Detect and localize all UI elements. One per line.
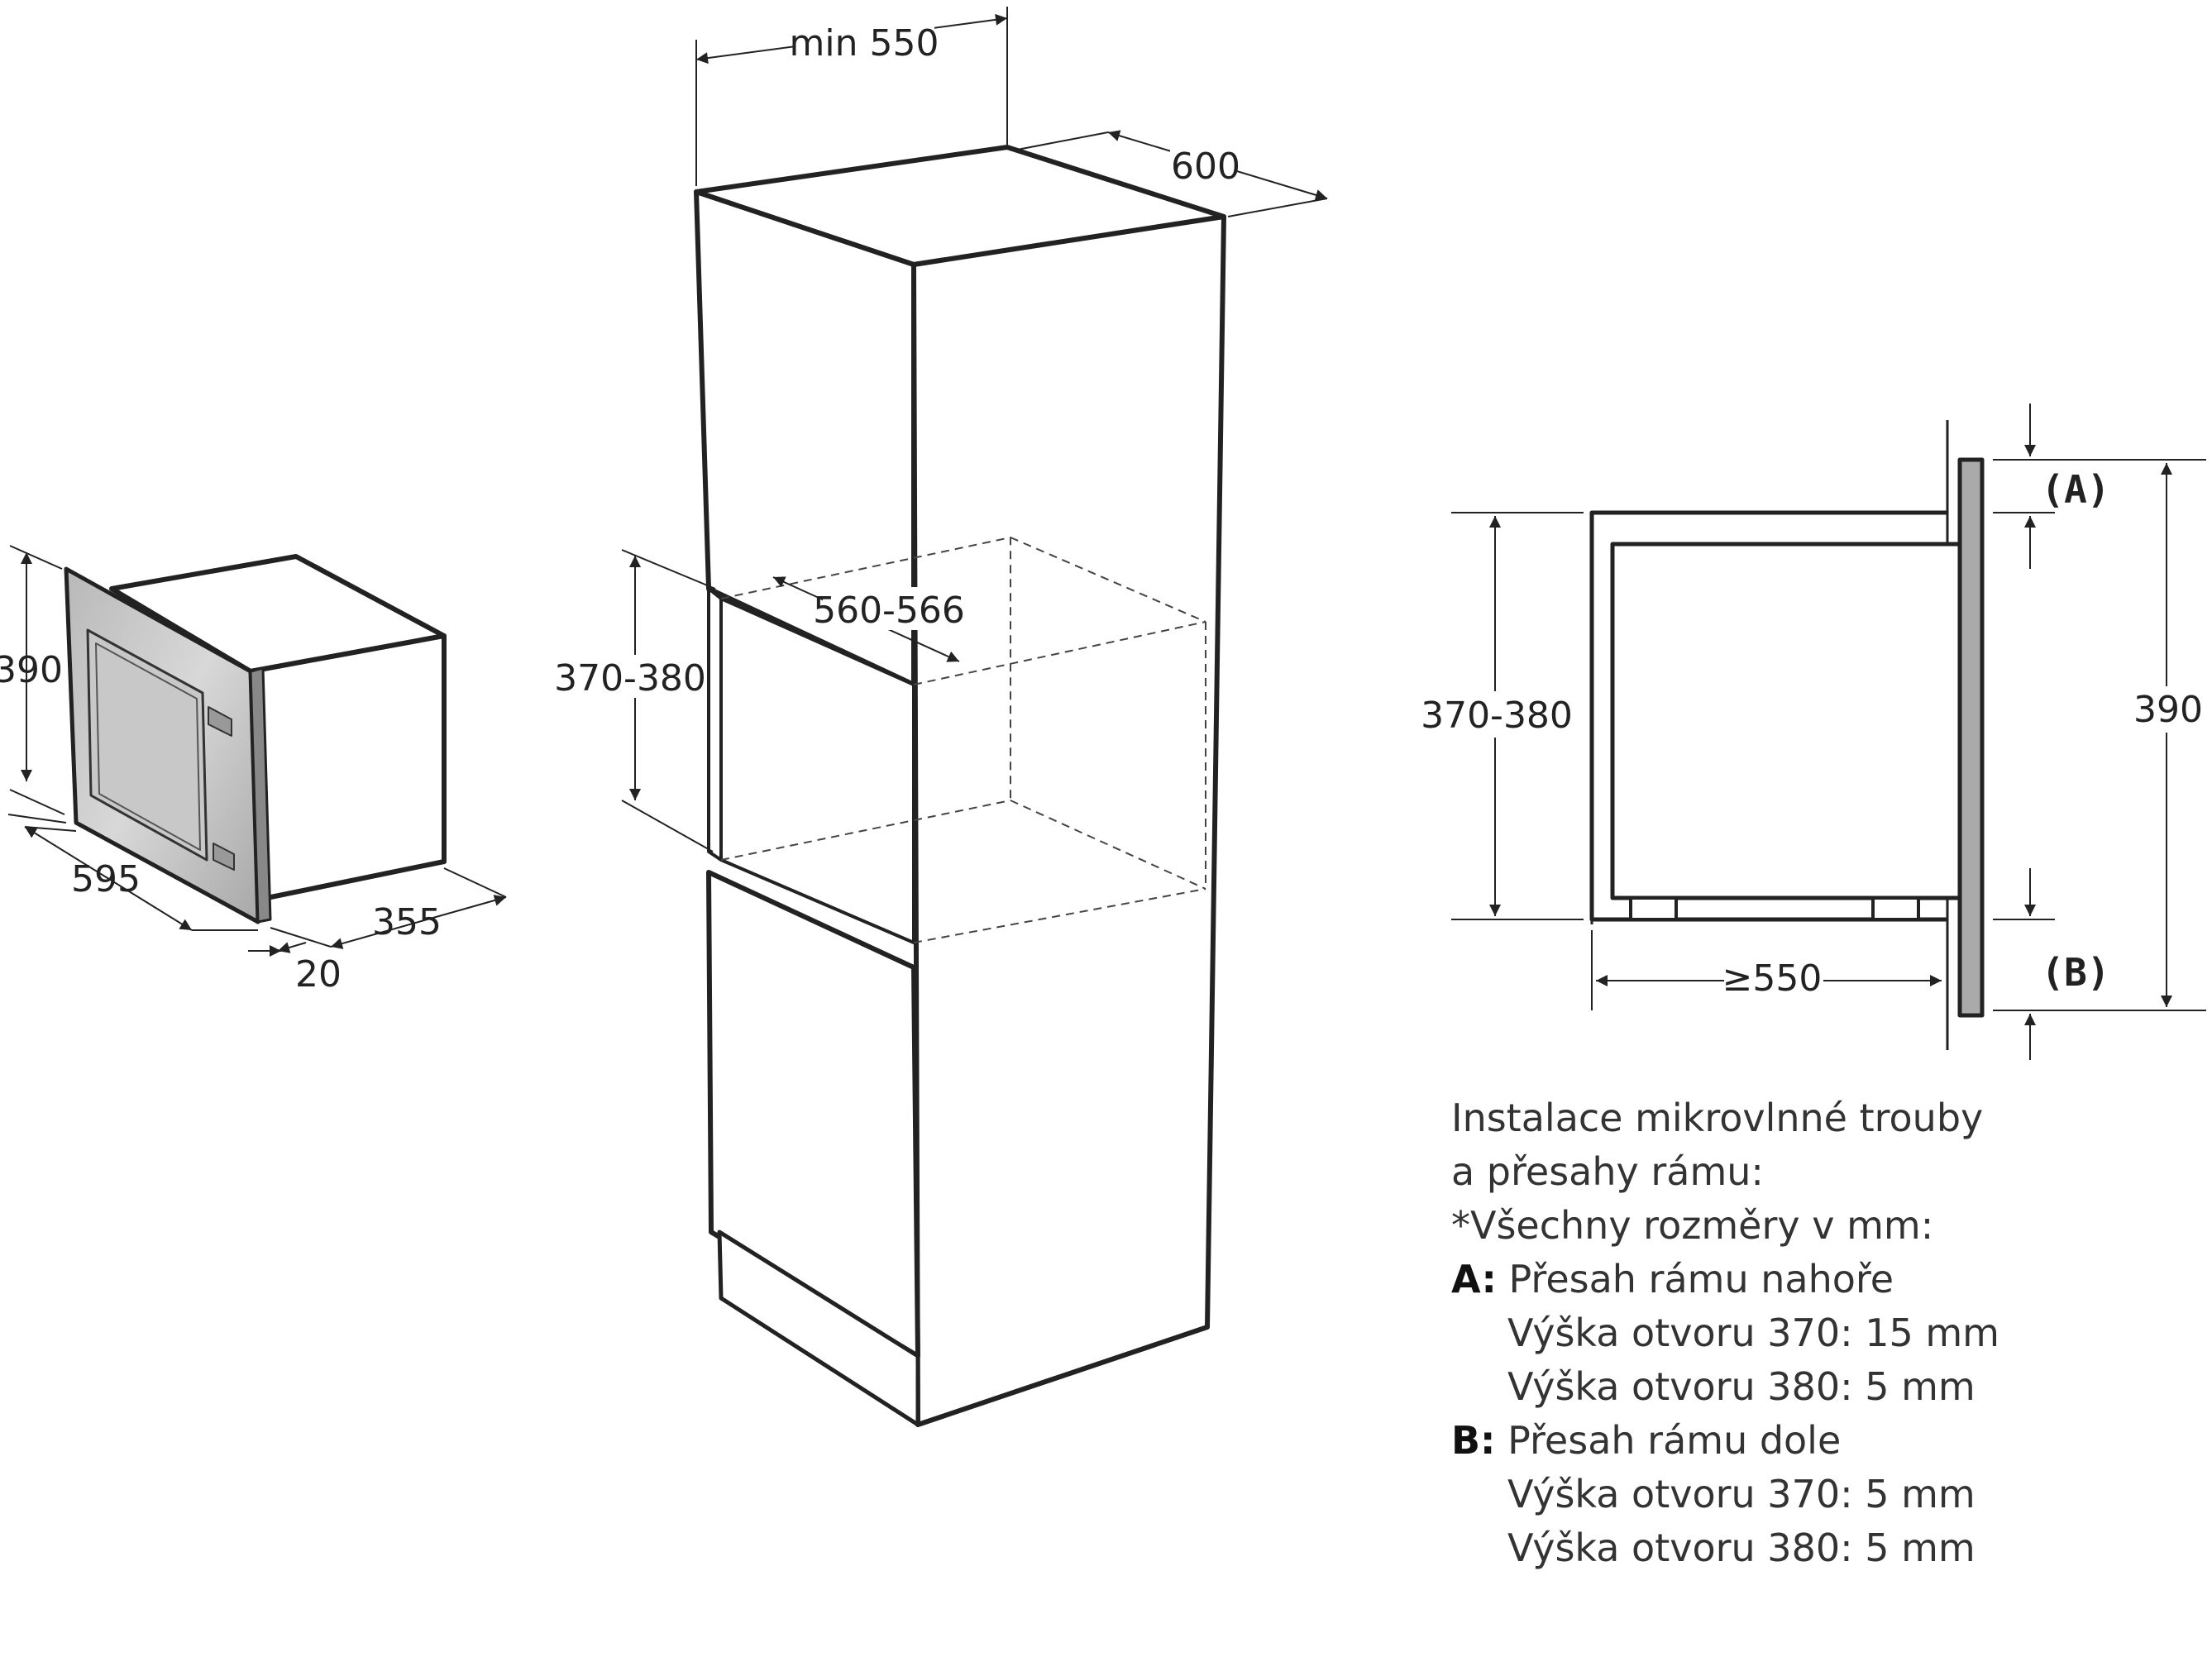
- notes-b-title: Přesah rámu dole: [1507, 1418, 1842, 1463]
- cabinet-depth-label: 600: [1171, 146, 1240, 188]
- microwave-depth-label: 355: [372, 901, 442, 943]
- notes-b-line2: Výška otvoru 380: 5 mm: [1507, 1526, 1976, 1570]
- section-drawing: [1589, 420, 1985, 1050]
- notes-a-line1: Výška otvoru 370: 15 mm: [1507, 1311, 1999, 1355]
- microwave-button: [213, 843, 235, 871]
- section-total-height-label: 390: [2133, 689, 2203, 731]
- notes-title-line2: a přesahy rámu:: [1451, 1149, 1764, 1194]
- section-label-a: (A): [2041, 467, 2109, 512]
- section-label-b: (B): [2041, 950, 2109, 995]
- microwave-dimension-lines: [7, 545, 507, 957]
- notes-units: *Všechny rozměry v mm:: [1451, 1203, 1934, 1248]
- notes-a-title: Přesah rámu nahoře: [1508, 1257, 1894, 1301]
- section-depth-label: ≥550: [1722, 957, 1823, 1000]
- microwave-frame-label: 20: [295, 953, 342, 996]
- notes-a-heading: A: Přesah rámu nahoře: [1451, 1253, 2195, 1306]
- notes-title-line1: Instalace mikrovlnné trouby: [1451, 1096, 1984, 1140]
- cabinet-niche-height-label: 370-380: [554, 657, 706, 700]
- installation-notes: Instalace mikrovlnné trouby a přesahy rá…: [1451, 1091, 2195, 1575]
- notes-b-heading: B: Přesah rámu dole: [1451, 1414, 2195, 1468]
- section-niche-height-label: 370-380: [1421, 695, 1573, 737]
- cabinet-min-width-label: min 550: [790, 22, 939, 64]
- cabinet-niche-width-label: 560-566: [813, 590, 965, 632]
- microwave-height-label: 390: [0, 649, 63, 691]
- notes-a-line2: Výška otvoru 380: 5 mm: [1507, 1364, 1976, 1409]
- notes-a-key: A:: [1451, 1257, 1497, 1301]
- section-dimension-lines: [1451, 404, 2206, 1060]
- microwave-width-label: 595: [71, 858, 141, 900]
- cabinet-drawing: [694, 145, 1226, 1427]
- microwave-drawing: [64, 554, 447, 924]
- notes-b-key: B:: [1451, 1418, 1496, 1463]
- notes-b-line1: Výška otvoru 370: 5 mm: [1507, 1472, 1976, 1516]
- section-front-frame: [1957, 457, 1985, 1018]
- microwave-display: [208, 706, 232, 737]
